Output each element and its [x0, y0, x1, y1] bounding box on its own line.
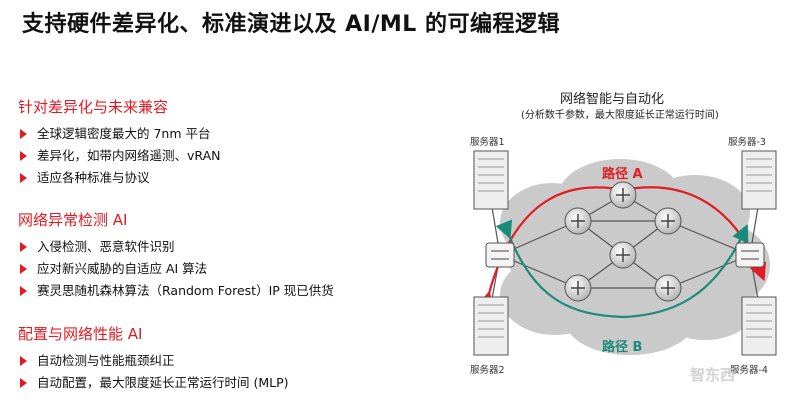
list-item: 入侵检测、恶意软件识别 — [18, 236, 334, 258]
server-icon — [473, 150, 509, 210]
triangle-bullet-icon — [20, 242, 27, 252]
server-label: 服务器2 — [470, 364, 505, 376]
triangle-bullet-icon — [20, 264, 27, 274]
path-b-label: 路径 B — [602, 339, 642, 355]
server-icon — [741, 296, 777, 356]
section-differentiation: 针对差异化与未来兼容 全球逻辑密度最大的 7nm 平台 差异化，如带内网络遥测、… — [18, 96, 220, 189]
diagram-title: 网络智能与自动化 — [560, 92, 665, 107]
network-diagram: 服务器1 服务器-3 服务器2 服务器-4 路径 A 路径 B 智东西 — [470, 136, 777, 384]
path-b-arrow — [495, 219, 749, 319]
triangle-bullet-icon — [20, 356, 27, 366]
router-icon — [564, 207, 592, 235]
server-icon — [473, 296, 509, 356]
section-config-ai: 配置与网络性能 AI 自动检测与性能瓶颈纠正 自动配置，最大限度延长正常运行时间… — [18, 323, 289, 394]
edge-switch-right — [735, 242, 765, 268]
server-label: 服务器1 — [470, 136, 505, 148]
list-item: 赛灵思随机森林算法（Random Forest）IP 现已供货 — [18, 280, 334, 302]
server-label: 服务器-4 — [730, 364, 768, 376]
router-icon — [654, 274, 682, 302]
list-item: 全球逻辑密度最大的 7nm 平台 — [18, 123, 220, 145]
section-anomaly-ai: 网络异常检测 AI 入侵检测、恶意软件识别 应对新兴威胁的自适应 AI 算法 赛… — [18, 209, 334, 302]
section-heading: 针对差异化与未来兼容 — [18, 98, 169, 116]
edge-switch-left — [485, 242, 515, 268]
router-icon — [564, 274, 592, 302]
list-item: 差异化，如带内网络遥测、vRAN — [18, 145, 220, 167]
list-item: 适应各种标准与协议 — [18, 167, 220, 189]
list-item: 自动配置，最大限度延长正常运行时间 (MLP) — [18, 372, 289, 394]
watermark: 智东西 — [690, 366, 735, 384]
slide-title: 支持硬件差异化、标准演进以及 AI/ML 的可编程逻辑 — [22, 12, 560, 37]
section-heading: 网络异常检测 AI — [18, 211, 128, 229]
triangle-bullet-icon — [20, 378, 27, 388]
triangle-bullet-icon — [20, 286, 27, 296]
triangle-bullet-icon — [20, 129, 27, 139]
triangle-bullet-icon — [20, 173, 27, 183]
section-heading: 配置与网络性能 AI — [18, 325, 143, 343]
path-a-label: 路径 A — [602, 166, 643, 182]
triangle-bullet-icon — [20, 151, 27, 161]
router-icon — [654, 207, 682, 235]
server-icon — [741, 150, 777, 210]
router-icon — [609, 241, 637, 269]
diagram-subtitle: (分析数千参数，最大限度延长正常运行时间) — [521, 110, 719, 121]
router-icon — [609, 181, 637, 209]
list-item: 自动检测与性能瓶颈纠正 — [18, 350, 289, 372]
list-item: 应对新兴威胁的自适应 AI 算法 — [18, 258, 334, 280]
server-label: 服务器-3 — [728, 136, 766, 148]
